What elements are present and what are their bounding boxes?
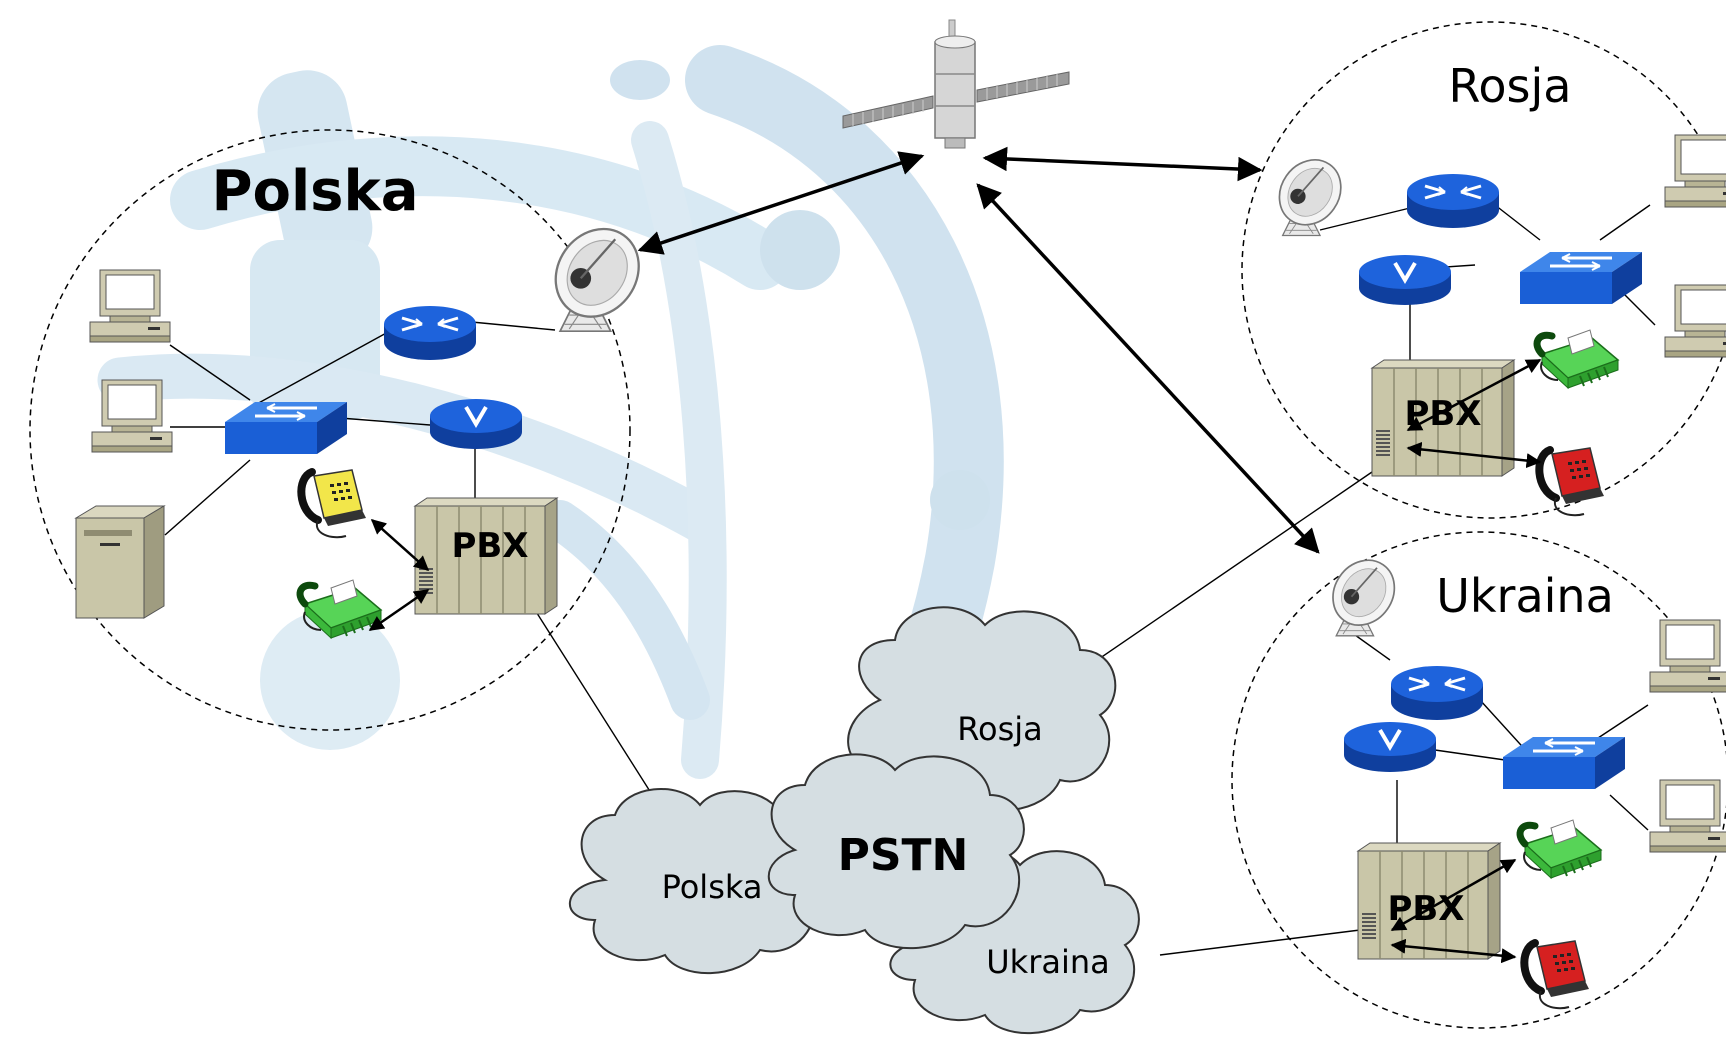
pbx-extension-links-polska: [368, 519, 430, 632]
voice-router-icon: [1357, 253, 1453, 307]
fax-icon: [1537, 330, 1618, 388]
region-boundary-polska: [29, 129, 631, 731]
satellite-icon: [842, 19, 1070, 149]
computer-icon: [1649, 779, 1726, 853]
region-title-polska: Polska: [211, 159, 418, 224]
cloud-label-rosja: Rosja: [957, 710, 1043, 748]
cloud-label-polska: Polska: [662, 868, 763, 906]
voice-router-icon: [428, 397, 524, 451]
pbx-extension-links-ukraina: [1390, 858, 1517, 964]
region-title-rosja: Rosja: [1449, 59, 1572, 113]
switch-icon: [1501, 735, 1627, 791]
computer-icon: [1664, 284, 1726, 358]
fax-icon: [1520, 820, 1601, 878]
computer-icon: [1649, 619, 1726, 693]
switch-icon: [1518, 250, 1644, 306]
phone-icon: [301, 470, 366, 537]
pstn-cloud-group: Rosja Ukraina Polska PSTN: [568, 606, 1140, 1035]
region-boundary-ukraina: [1231, 531, 1726, 1029]
computer-icon: [89, 269, 171, 343]
pbx-label-rosja: PBX: [1404, 394, 1481, 434]
switch-icon: [223, 400, 349, 456]
computer-icon: [1664, 134, 1726, 208]
server-icon: [75, 505, 165, 619]
router-icon: [1389, 664, 1485, 722]
cloud-label-ukraina: Ukraina: [986, 943, 1110, 981]
satellite-dish-icon: [1319, 547, 1408, 638]
phone-icon: [1539, 448, 1604, 515]
router-icon: [1405, 172, 1501, 230]
cloud-label-pstn: PSTN: [838, 830, 969, 881]
cloud-icon: [568, 606, 1140, 1035]
pbx-label-polska: PBX: [451, 526, 528, 566]
region-title-ukraina: Ukraina: [1436, 569, 1614, 623]
pbx-extension-links-rosja: [1406, 358, 1542, 469]
satellite-dish-icon: [1266, 147, 1355, 238]
phone-icon: [1524, 941, 1589, 1008]
satellite-links: [637, 146, 1320, 554]
voice-router-icon: [1342, 720, 1438, 774]
region-boundary-rosja: [1241, 21, 1726, 519]
cloud-pstn-shape: [767, 753, 1025, 950]
computer-icon: [91, 379, 173, 453]
router-icon: [382, 304, 478, 362]
